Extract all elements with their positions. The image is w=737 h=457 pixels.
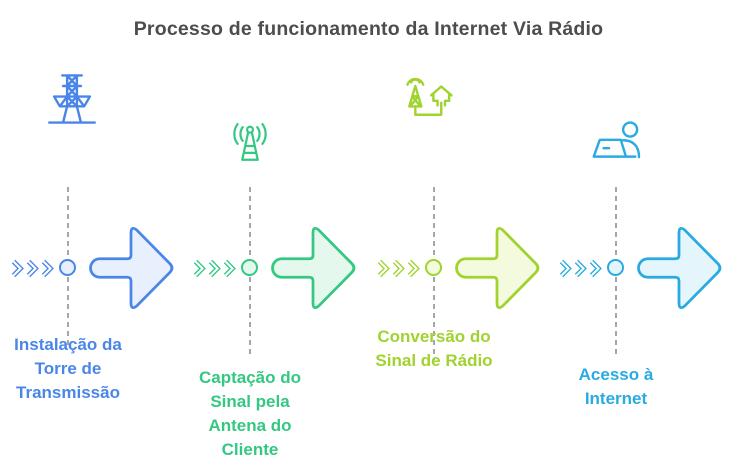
chevron-icon xyxy=(26,259,39,278)
stage-label: Acesso à Internet xyxy=(578,365,654,408)
timeline-node xyxy=(607,259,624,276)
chevron-icon xyxy=(193,259,206,278)
chevron-group xyxy=(10,258,54,279)
flow-arrow-icon xyxy=(455,226,540,310)
chevron-icon xyxy=(11,259,24,278)
chevron-icon xyxy=(589,259,602,278)
timeline-node xyxy=(241,259,258,276)
chevron-icon xyxy=(223,259,236,278)
stage-label: Instalação da Torre de Transmissão xyxy=(14,335,122,402)
transmission-tower-icon xyxy=(46,72,98,126)
chevron-icon xyxy=(377,259,390,278)
person-laptop-icon xyxy=(590,120,646,168)
chevron-group xyxy=(376,258,420,279)
chevron-icon xyxy=(392,259,405,278)
flow-arrow-icon xyxy=(89,226,174,310)
chevron-icon xyxy=(41,259,54,278)
flow-arrow-icon xyxy=(271,226,356,310)
chevron-group xyxy=(192,258,236,279)
chevron-group xyxy=(558,258,602,279)
stage-label: Captação do Sinal pela Antena do Cliente xyxy=(198,368,302,457)
timeline-node xyxy=(425,259,442,276)
radio-antenna-icon xyxy=(226,122,274,170)
timeline-node xyxy=(59,259,76,276)
flow-arrow-icon xyxy=(637,226,722,310)
chevron-icon xyxy=(407,259,420,278)
chevron-icon xyxy=(559,259,572,278)
antenna-house-icon xyxy=(402,74,462,124)
stage-label: Conversão do Sinal de Rádio xyxy=(375,327,493,370)
chevron-icon xyxy=(208,259,221,278)
chevron-icon xyxy=(574,259,587,278)
page-title: Processo de funcionamento da Internet Vi… xyxy=(133,18,604,40)
